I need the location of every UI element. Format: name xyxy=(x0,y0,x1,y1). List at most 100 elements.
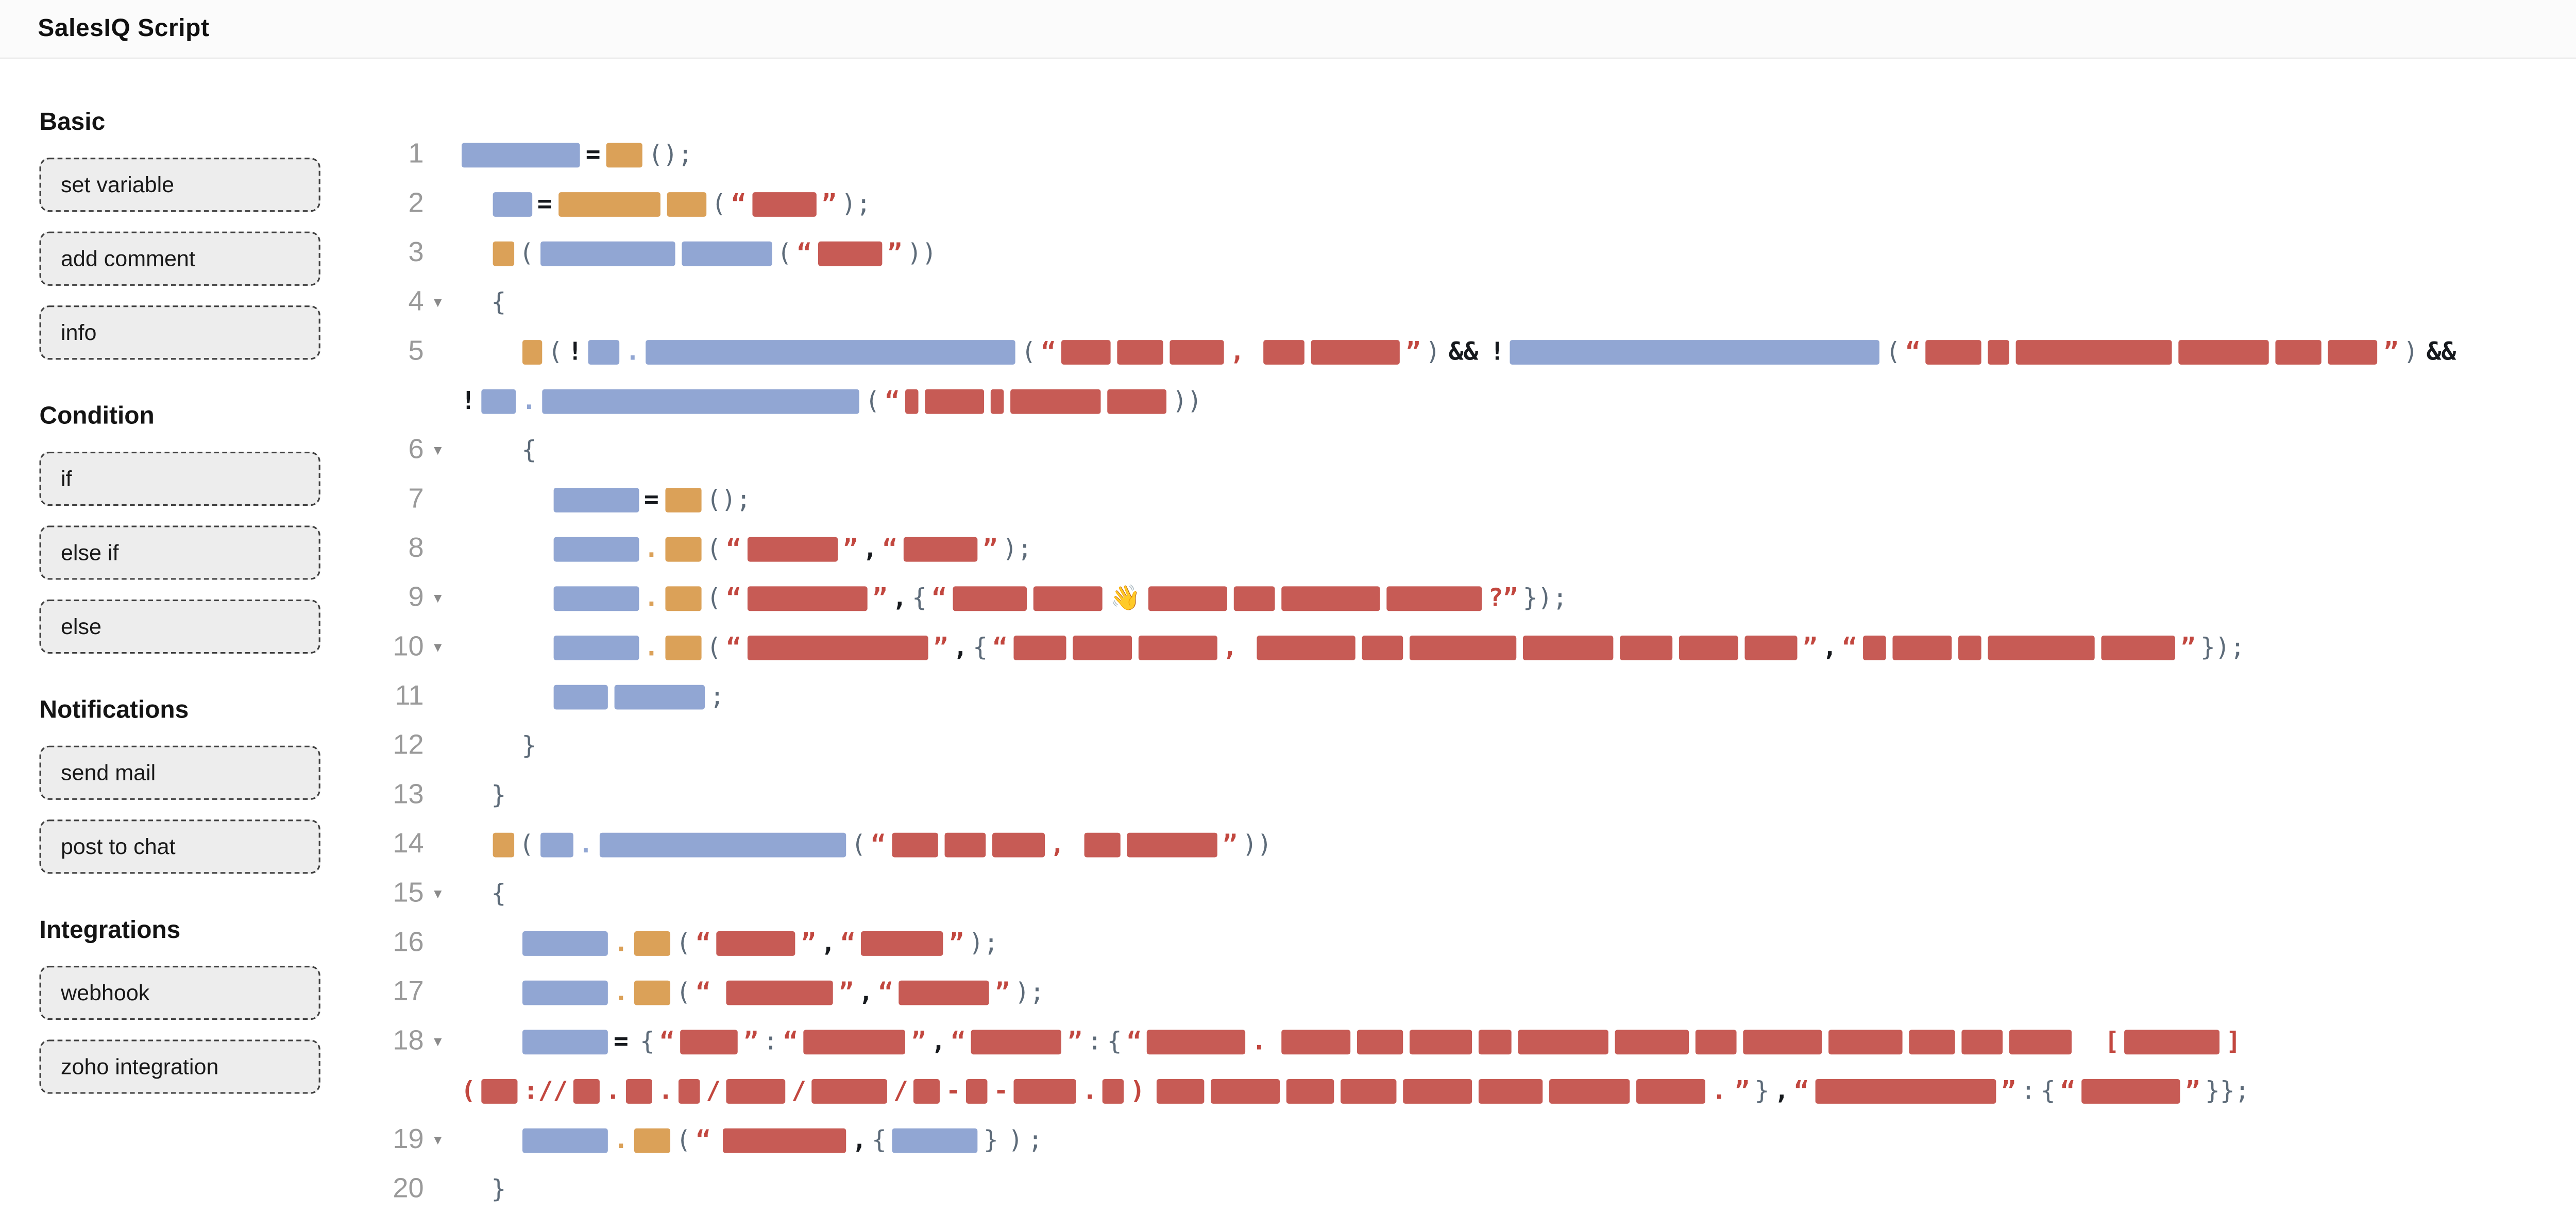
collapse-caret-icon[interactable]: ▾ xyxy=(434,1033,442,1051)
punctuation: . xyxy=(644,582,659,612)
code-content: ; xyxy=(452,683,2576,709)
redacted-red-bar xyxy=(1358,1029,1404,1054)
punctuation: ( xyxy=(706,533,722,563)
sidebar-item-post-to-chat[interactable]: post to chat xyxy=(39,819,320,874)
line-number: 1 xyxy=(408,138,424,169)
punctuation: “ xyxy=(1127,1025,1142,1055)
code-line: 14(.(“,”)) xyxy=(368,819,2576,869)
punctuation: . xyxy=(614,1124,629,1154)
caret-spacer xyxy=(424,153,452,156)
punctuation: ( xyxy=(519,237,534,267)
punctuation: } xyxy=(983,1124,998,1154)
redacted-red-bar xyxy=(1103,1078,1125,1103)
punctuation: ( xyxy=(1021,336,1036,366)
spacer xyxy=(2076,1040,2102,1042)
redacted-blue-bar xyxy=(522,980,608,1004)
punctuation: { xyxy=(491,286,506,316)
punctuation: ( xyxy=(1886,336,1901,366)
redacted-red-bar xyxy=(726,1078,786,1103)
sidebar-item-info[interactable]: info xyxy=(39,305,320,360)
punctuation: . xyxy=(605,1075,621,1105)
punctuation: / xyxy=(706,1075,721,1105)
redacted-red-bar xyxy=(1479,1078,1544,1103)
sidebar-item-zoho-integration[interactable]: zoho integration xyxy=(39,1039,320,1094)
redacted-red-bar xyxy=(1287,1078,1335,1103)
punctuation: “ xyxy=(731,188,747,218)
code-content: .(“”,“”); xyxy=(452,536,2576,561)
line-number: 2 xyxy=(408,187,424,219)
punctuation: { xyxy=(912,582,927,612)
collapse-caret-icon[interactable]: ▾ xyxy=(434,441,442,460)
code-content: !.(“)) xyxy=(452,388,2576,413)
code-content: =(“”); xyxy=(452,191,2576,216)
punctuation: , xyxy=(1774,1075,1789,1105)
redacted-red-bar xyxy=(1892,635,1952,660)
redacted-red-bar xyxy=(1958,635,1981,660)
redacted-orange-bar xyxy=(522,339,543,364)
redacted-red-bar xyxy=(1410,1029,1473,1054)
punctuation: . xyxy=(644,631,659,661)
punctuation: : xyxy=(763,1025,778,1055)
redacted-red-bar xyxy=(747,536,837,561)
redacted-orange-bar xyxy=(606,142,642,167)
sidebar-item-webhook[interactable]: webhook xyxy=(39,966,320,1020)
punctuation: = xyxy=(537,188,552,218)
redacted-red-bar xyxy=(716,930,795,955)
collapse-caret-icon[interactable]: ▾ xyxy=(434,294,442,312)
redacted-blue-bar xyxy=(522,930,608,955)
spacer xyxy=(631,1040,638,1042)
collapse-caret-icon[interactable]: ▾ xyxy=(434,589,442,608)
redacted-red-bar xyxy=(1311,339,1400,364)
redacted-red-bar xyxy=(913,1078,940,1103)
punctuation: ); xyxy=(969,927,999,957)
punctuation: ( xyxy=(706,631,722,661)
redacted-red-bar xyxy=(2100,635,2175,660)
punctuation: . xyxy=(1251,1025,1267,1055)
punctuation: ! xyxy=(1489,336,1505,366)
collapse-caret-icon[interactable]: ▾ xyxy=(434,885,442,903)
line-number: 16 xyxy=(393,926,424,958)
sidebar-item-else[interactable]: else xyxy=(39,599,320,654)
sidebar-item-if[interactable]: if xyxy=(39,451,320,506)
sidebar-item-else-if[interactable]: else if xyxy=(39,525,320,580)
redacted-red-bar xyxy=(1815,1078,1995,1103)
punctuation: / xyxy=(791,1075,806,1105)
code-line: 12} xyxy=(368,721,2576,771)
sidebar-item-set-variable[interactable]: set variable xyxy=(39,158,320,212)
redacted-orange-bar xyxy=(634,980,671,1004)
punctuation: “ xyxy=(1842,631,1857,661)
redacted-red-bar xyxy=(679,1078,701,1103)
redacted-orange-bar xyxy=(666,191,706,216)
punctuation: ( xyxy=(777,237,792,267)
code-content: =(); xyxy=(452,141,2576,167)
collapse-caret-icon[interactable]: ▾ xyxy=(434,1132,442,1150)
code-line: 20} xyxy=(368,1165,2576,1214)
punctuation: ( xyxy=(711,188,726,218)
punctuation: } xyxy=(491,1173,506,1203)
punctuation: , xyxy=(931,1025,946,1055)
redacted-red-bar xyxy=(966,1078,988,1103)
redacted-blue-bar xyxy=(539,241,675,265)
redacted-blue-bar xyxy=(681,241,772,265)
redacted-red-bar xyxy=(747,585,867,610)
redacted-red-bar xyxy=(1988,339,2010,364)
caret-spacer xyxy=(424,990,452,994)
redacted-red-bar xyxy=(1341,1078,1397,1103)
redacted-orange-bar xyxy=(634,1127,671,1152)
punctuation: && xyxy=(2426,336,2456,366)
punctuation: ( xyxy=(706,582,722,612)
collapse-caret-icon[interactable]: ▾ xyxy=(434,639,442,657)
punctuation: { xyxy=(521,434,537,464)
punctuation: “ xyxy=(931,582,947,612)
sidebar-item-add-comment[interactable]: add comment xyxy=(39,231,320,286)
redacted-orange-bar xyxy=(664,536,701,561)
sidebar-item-send-mail[interactable]: send mail xyxy=(39,745,320,800)
redacted-red-bar xyxy=(1126,832,1217,857)
code-editor[interactable]: 1=();2=(“”);3((“”))4▾{5(!.(“,”)&&!(“”)&&… xyxy=(368,59,2576,1214)
redacted-red-bar xyxy=(1157,1078,1205,1103)
redacted-red-bar xyxy=(817,241,882,265)
spacer xyxy=(1240,646,1253,648)
punctuation: ) xyxy=(1008,1124,1023,1154)
punctuation: { xyxy=(640,1025,655,1055)
code-content: .(“”,{“👋?”}); xyxy=(452,582,2576,612)
